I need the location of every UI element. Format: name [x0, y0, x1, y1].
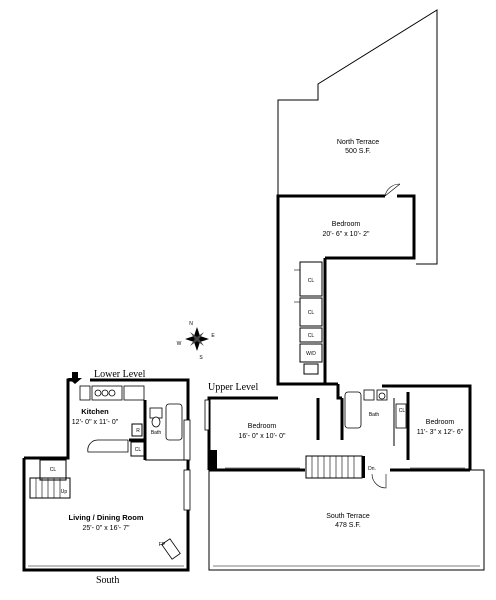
up-label: Up: [61, 489, 68, 495]
compass-n: N: [189, 321, 193, 327]
closet-column: [294, 261, 323, 375]
compass-s: S: [199, 355, 203, 361]
kitchen-size: 12'- 0" x 11'- 0": [72, 419, 119, 426]
fp-label: FP: [159, 542, 166, 548]
north-terrace: North Terrace 500 S.F.: [277, 9, 438, 265]
north-terrace-label: North Terrace: [337, 139, 379, 146]
upper-bath-label: Bath: [369, 412, 380, 418]
compass-e: E: [211, 333, 215, 339]
bedroom-left-size: 16'- 0" x 10'- 0": [239, 433, 286, 440]
cl-a-label: CL: [308, 278, 315, 284]
upper-stairs: [305, 455, 365, 479]
upper-level-label: Upper Level: [208, 382, 258, 393]
north-terrace-size: 500 S.F.: [345, 148, 371, 155]
cl-d-label: CL: [399, 408, 406, 414]
bedroom-left-label: Bedroom: [248, 423, 277, 430]
living-label: Living / Dining Room: [69, 513, 144, 522]
cl-1-label: CL: [135, 447, 142, 453]
living-size: 25'- 0" x 16'- 7": [83, 525, 130, 532]
cl-b-label: CL: [308, 310, 315, 316]
lower-bath-label: Bath: [151, 430, 162, 436]
lower-stairs: [29, 477, 71, 499]
south-label: South: [96, 575, 119, 586]
bedroom-right-label: Bedroom: [426, 419, 455, 426]
compass-w: W: [177, 341, 182, 347]
r-label: R: [136, 428, 140, 434]
cl-c-label: CL: [308, 333, 315, 339]
south-terrace: South Terrace 478 S.F.: [208, 469, 485, 571]
upper-walls: Dn. Bath: [204, 183, 472, 489]
south-terrace-label: South Terrace: [326, 513, 370, 520]
lower-walls: [22, 372, 191, 572]
wd-label: W/D: [306, 351, 316, 357]
lower-level-label: Lower Level: [94, 369, 146, 380]
south-terrace-size: 478 S.F.: [335, 522, 361, 529]
compass-rose: N E S W: [177, 321, 216, 361]
fireplace: [161, 538, 181, 560]
bedroom-top-size: 20'- 6" x 10'- 2": [323, 231, 370, 238]
dn-label: Dn.: [368, 466, 376, 472]
upper-bath-fixtures: [344, 389, 407, 429]
entry-arrow-icon: [68, 372, 82, 384]
kitchen-label: Kitchen: [81, 407, 109, 416]
cl-2-label: CL: [50, 467, 57, 473]
bedroom-right-size: 11'- 3" x 12'- 6": [417, 429, 464, 436]
bedroom-top-label: Bedroom: [332, 221, 361, 228]
